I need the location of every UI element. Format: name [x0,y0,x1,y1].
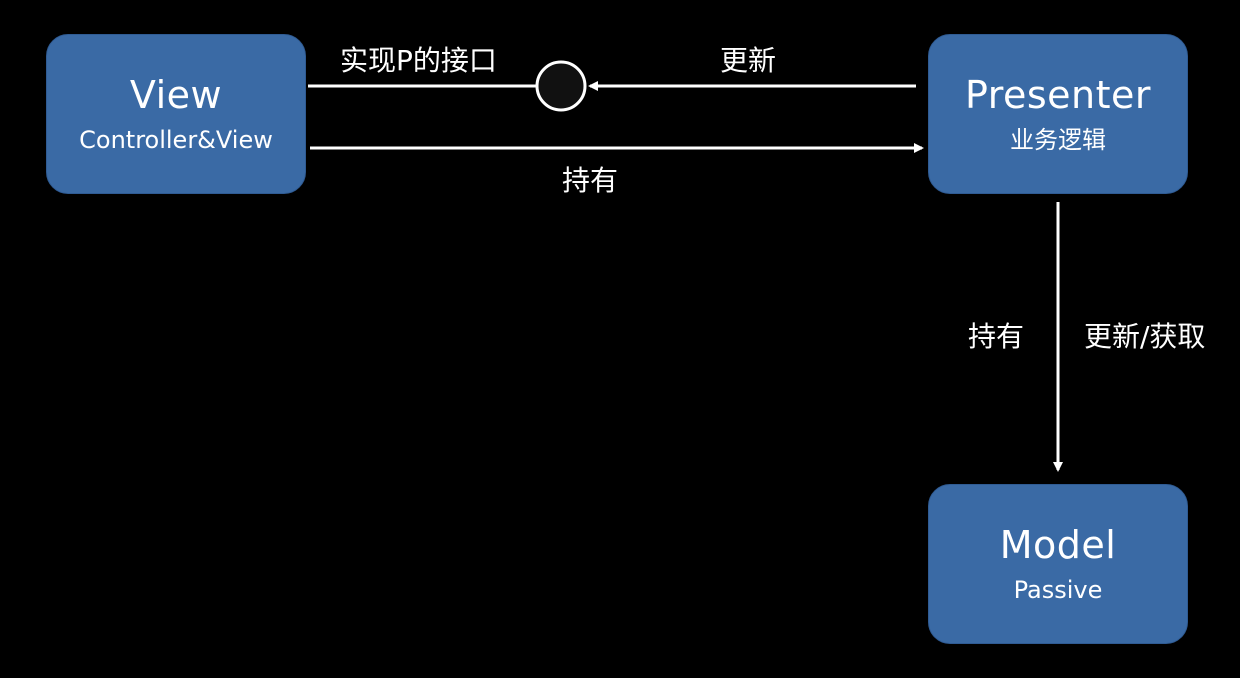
model-title: Model [999,523,1117,567]
view-title: View [129,73,223,117]
view-subtitle: Controller&View [79,126,273,154]
model-subtitle: Passive [1013,576,1103,604]
presenter-holds-model-label: 持有 [968,320,1025,353]
presenter-title: Presenter [964,73,1152,117]
presenter-update-label: 更新 [720,44,777,77]
presenter-subtitle: 业务逻辑 [1010,126,1106,154]
view-holds-label: 持有 [562,164,619,197]
interface-circle [535,60,587,112]
presenter-node: Presenter 业务逻辑 [928,34,1188,194]
model-node: Model Passive [928,484,1188,644]
view-node: View Controller&View [46,34,306,194]
implements-interface-label: 实现P的接口 [340,44,497,77]
presenter-update-get-label: 更新/获取 [1084,320,1206,353]
